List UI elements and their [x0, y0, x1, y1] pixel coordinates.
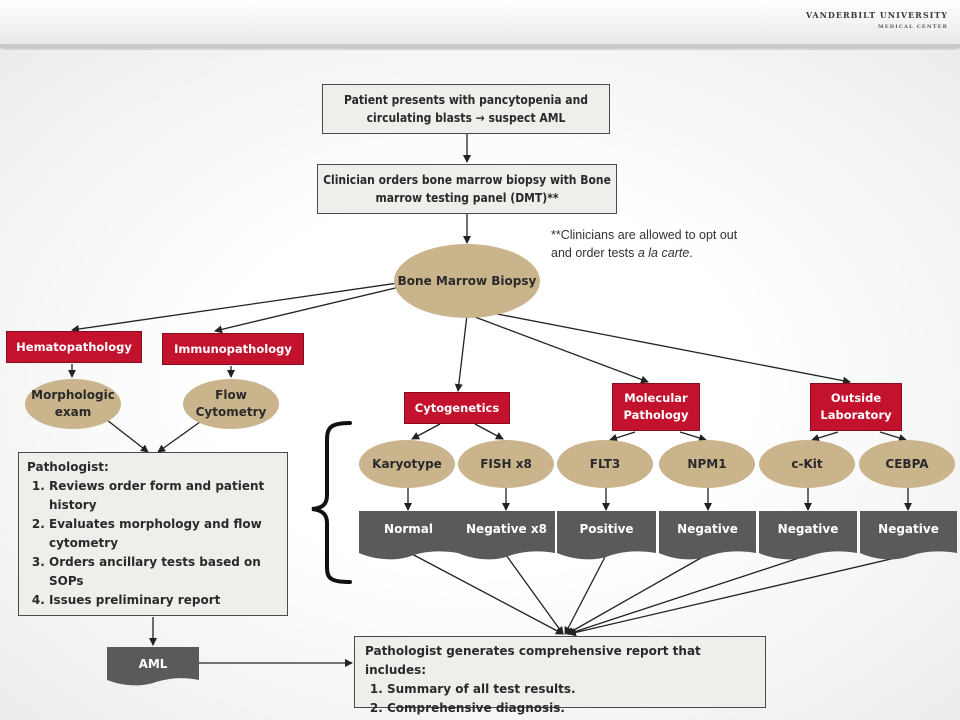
- curly-brace: [311, 421, 352, 584]
- final-report-item: Comprehensive diagnosis.: [387, 699, 755, 718]
- header-bar: VANDERBILT UNIVERSITY MEDICAL CENTER: [0, 0, 960, 44]
- pathologist-step: Orders ancillary tests based on SOPs: [49, 553, 279, 591]
- molecular-pathology-label: Molecular Pathology: [612, 383, 700, 431]
- outside-laboratory-label: Outside Laboratory: [810, 383, 902, 431]
- final-report-box: Pathologist generates comprehensive repo…: [354, 636, 766, 715]
- start-box: Patient presents with pancytopenia and c…: [322, 84, 610, 134]
- pathologist-title: Pathologist:: [27, 460, 109, 474]
- test-fish: FISH x8: [458, 440, 554, 488]
- logo-line2: MEDICAL CENTER: [878, 24, 948, 30]
- clinician-note: **Clinicians are allowed to opt out and …: [551, 228, 738, 260]
- pathologist-steps: Reviews order form and patient history E…: [27, 477, 279, 610]
- test-karyotype: Karyotype: [359, 440, 455, 488]
- cytogenetics-label: Cytogenetics: [404, 392, 510, 424]
- test-cebpa: CEBPA: [859, 440, 955, 488]
- pathologist-step: Reviews order form and patient history: [49, 477, 279, 515]
- final-report-item: Summary of all test results.: [387, 680, 755, 699]
- flow-cytometry-node: Flow Cytometry: [183, 379, 279, 429]
- logo-line1: VANDERBILT UNIVERSITY: [805, 10, 948, 20]
- vanderbilt-logo: VANDERBILT UNIVERSITY MEDICAL CENTER: [806, 10, 948, 36]
- hematopathology-label: Hematopathology: [6, 331, 142, 363]
- immunopathology-label: Immunopathology: [162, 333, 304, 365]
- result-shape-negative-cebpa: [860, 511, 957, 560]
- result-shape-normal: [359, 511, 458, 560]
- pathologist-step: Issues preliminary report: [49, 591, 279, 610]
- result-shape-negative-ckit: [759, 511, 857, 560]
- result-shape-positive: [557, 511, 656, 560]
- test-ckit: c-Kit: [759, 440, 855, 488]
- test-flt3: FLT3: [557, 440, 653, 488]
- order-box: Clinician orders bone marrow biopsy with…: [317, 164, 617, 214]
- result-shape-negative-x8: [458, 511, 555, 560]
- pathologist-step: Evaluates morphology and flow cytometry: [49, 515, 279, 553]
- final-report-items: Summary of all test results. Comprehensi…: [365, 680, 755, 718]
- final-report-title: Pathologist generates comprehensive repo…: [365, 644, 701, 677]
- aml-shape: [107, 647, 199, 686]
- pathologist-box: Pathologist: Reviews order form and pati…: [18, 452, 288, 616]
- morphologic-exam-node: Morphologic exam: [25, 379, 121, 429]
- result-shape-negative-npm1: [659, 511, 756, 560]
- header-divider: [0, 44, 960, 48]
- test-npm1: NPM1: [659, 440, 755, 488]
- bone-marrow-biopsy-node: Bone Marrow Biopsy: [394, 244, 540, 318]
